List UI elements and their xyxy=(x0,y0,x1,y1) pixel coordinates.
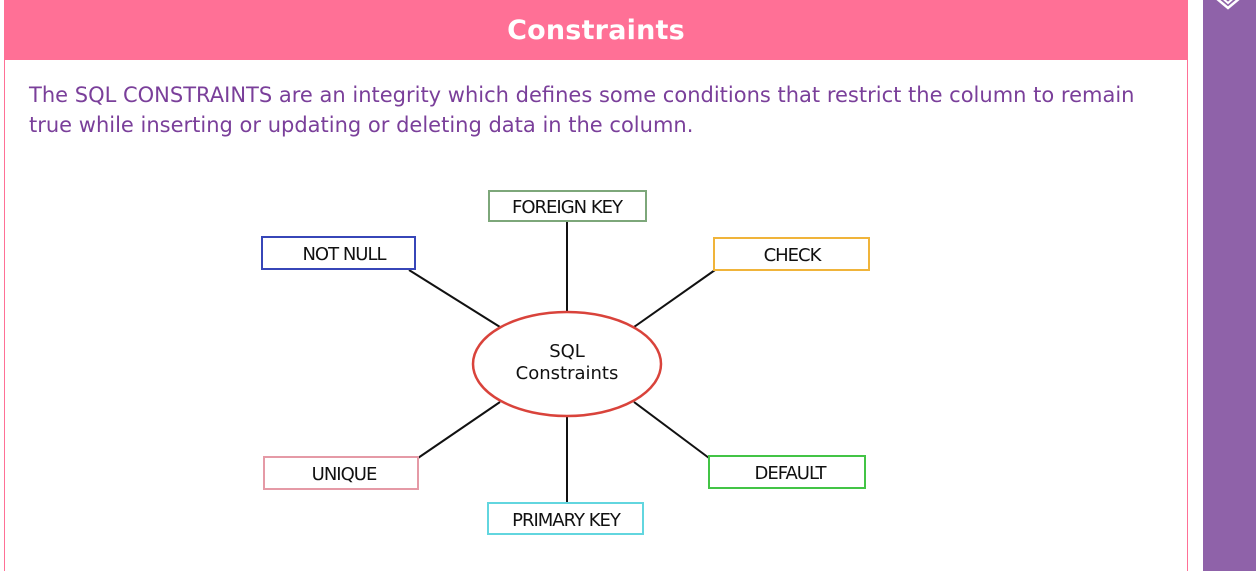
node-unique-box xyxy=(263,456,419,490)
node-check: CHECK xyxy=(713,237,870,271)
connector-not-null xyxy=(408,269,501,328)
connector-check xyxy=(633,269,716,328)
slide-title: Constraints xyxy=(507,14,685,46)
node-unique-label: UNIQUE xyxy=(312,464,377,485)
node-default: DEFAULT xyxy=(708,455,866,489)
node-not-null: NOT NULL xyxy=(261,236,416,270)
slide-description: The SQL CONSTRAINTS are an integrity whi… xyxy=(29,83,1135,137)
node-unique: UNIQUE xyxy=(263,456,419,490)
node-foreign-key-label: FOREIGN KEY xyxy=(512,197,624,218)
connector-default xyxy=(633,401,710,459)
connector-unique xyxy=(417,401,501,459)
node-not-null-label: NOT NULL xyxy=(302,244,386,265)
node-primary-key-label: PRIMARY KEY xyxy=(512,510,622,531)
node-not-null-box xyxy=(261,236,416,270)
node-foreign-key-box xyxy=(488,190,647,222)
node-foreign-key: FOREIGN KEY xyxy=(488,190,647,222)
node-default-label: DEFAULT xyxy=(755,463,828,484)
slide-panel: Constraints The SQL CONSTRAINTS are an i… xyxy=(4,0,1188,571)
center-ellipse xyxy=(471,310,663,418)
slide-header: Constraints xyxy=(5,0,1187,60)
center-label-line1: SQL xyxy=(549,341,585,362)
node-primary-key-box xyxy=(487,502,644,535)
node-check-box xyxy=(713,237,870,271)
center-node: SQL Constraints xyxy=(471,310,663,418)
node-primary-key: PRIMARY KEY xyxy=(487,502,644,535)
chevron-fan-icon xyxy=(1216,0,1240,10)
center-label-line2: Constraints xyxy=(516,363,619,384)
right-sidebar xyxy=(1203,0,1256,571)
node-check-label: CHECK xyxy=(764,245,823,266)
node-default-box xyxy=(708,455,866,489)
